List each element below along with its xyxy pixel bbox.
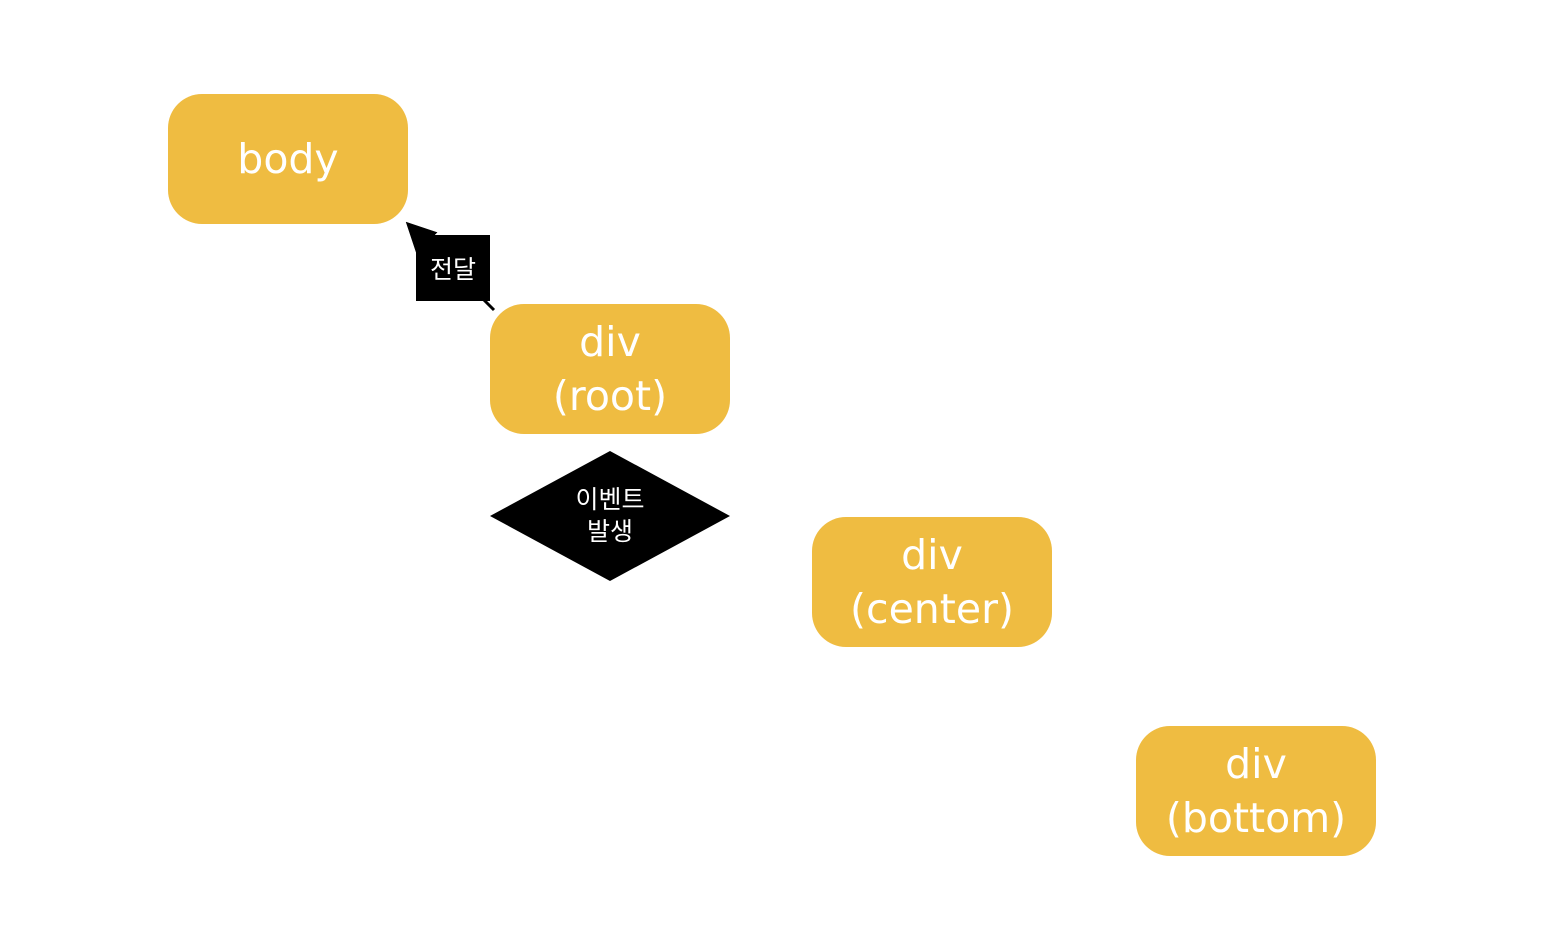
node-root-line2: (root) xyxy=(552,372,668,420)
node-root-line1: div xyxy=(579,318,641,366)
event-diamond xyxy=(490,451,730,581)
node-div-bottom: div (bottom) xyxy=(1136,726,1376,856)
event-occurred-label: 이벤트 발생 xyxy=(490,451,730,581)
node-center-line2: (center) xyxy=(850,585,1014,633)
node-bottom-line2: (bottom) xyxy=(1165,794,1347,842)
edge-label-propagate: 전달 xyxy=(429,255,476,284)
event-line1: 이벤트 xyxy=(575,485,645,514)
event-line2: 발생 xyxy=(586,517,633,546)
node-body-label: body xyxy=(237,135,339,183)
node-center-line1: div xyxy=(901,531,963,579)
edge-label-box xyxy=(416,235,490,301)
node-div-center: div (center) xyxy=(812,517,1052,647)
node-bottom-line1: div xyxy=(1225,740,1287,788)
node-body: body xyxy=(168,94,408,224)
node-div-root: div (root) xyxy=(490,304,730,434)
